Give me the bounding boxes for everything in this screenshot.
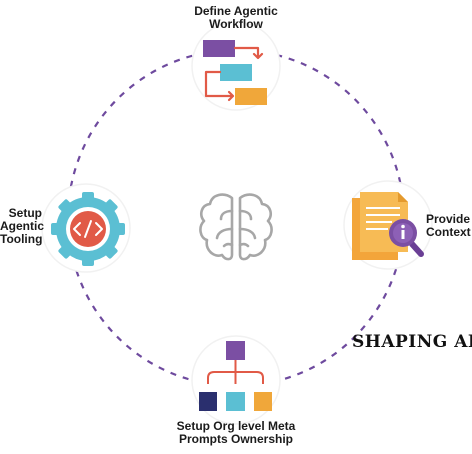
node-label-line: Tooling	[0, 232, 43, 246]
node-label-line: Setup Org level Meta	[176, 419, 296, 433]
brain-icon	[199, 193, 273, 261]
node-label-agentic-tooling: Setup Agentic Tooling	[0, 206, 45, 246]
node-label-line: Context	[426, 225, 471, 239]
node-label-line: Agentic	[0, 219, 45, 233]
node-label-line: Prompts Ownership	[178, 432, 294, 446]
node-label-line: Setup	[8, 206, 42, 220]
node-label-line: Provide	[426, 212, 471, 226]
document-magnify-icon	[352, 192, 424, 260]
node-label-meta-prompts: Setup Org level Meta Prompts Ownership	[150, 420, 322, 446]
code-gear-icon	[51, 192, 125, 266]
shaping-ai-title: SHAPING AI	[352, 332, 472, 352]
node-label-define-workflow: Define Agentic Workflow	[176, 5, 296, 31]
node-label-provide-context: Provide Context	[426, 213, 472, 239]
node-label-line: Define Agentic	[194, 4, 278, 18]
org-chart-icon	[199, 341, 272, 411]
node-label-line: Workflow	[209, 17, 263, 31]
workflow-icon	[203, 40, 267, 105]
